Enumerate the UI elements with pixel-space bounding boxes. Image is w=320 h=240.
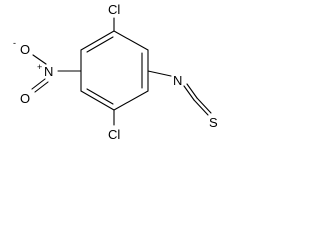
bond-n-o-bottom-1 (31, 78, 46, 90)
atom-cl-top: Cl (108, 2, 120, 17)
ring-bond-c3-c4 (80, 90, 115, 111)
ring-bond-c6-c1 (113, 30, 149, 51)
bond-n-o-bottom-2 (34, 81, 49, 93)
charge-o-top: - (13, 38, 16, 48)
bond-n-c-iso-1 (183, 85, 195, 101)
bond-n-o-top (32, 54, 47, 65)
ring-bond-c4-c5 (113, 90, 149, 111)
charge-n-nitro: + (37, 62, 42, 72)
benzene-ring (80, 30, 149, 111)
bond-n-c-iso-2 (186, 83, 198, 99)
atom-s: S (209, 115, 218, 130)
bond-c-s-1 (193, 99, 209, 116)
ring-double-bond-inner-2 (86, 88, 114, 105)
structure-diagram: Cl Cl N + O - O N S (13, 2, 218, 142)
bond-c-s-2 (196, 97, 212, 114)
atom-o-bottom: O (20, 91, 30, 106)
bond-c5-n-iso (147, 70, 172, 77)
ring-bond-c1-c2 (80, 30, 115, 51)
atom-n-nitro: N (44, 64, 53, 79)
ring-double-bond-inner-1 (86, 36, 114, 53)
atom-o-top: O (20, 42, 30, 57)
atom-n-iso: N (173, 73, 182, 88)
atom-cl-bottom: Cl (108, 127, 120, 142)
